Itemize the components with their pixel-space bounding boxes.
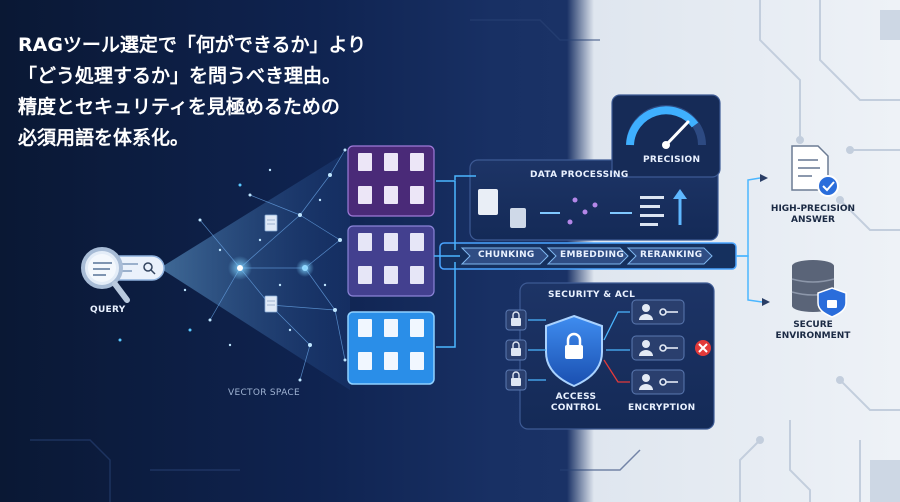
data-processing-label: DATA PROCESSING	[530, 170, 629, 180]
shield-lock-icon	[545, 314, 603, 388]
high-precision-answer-icon	[791, 145, 839, 197]
document-card-purple	[347, 145, 435, 217]
query-label: QUERY	[90, 305, 126, 315]
secure-environment-label: SECURE ENVIRONMENT	[775, 320, 851, 341]
data-processing-panel	[469, 159, 719, 241]
embedding-label: EMBEDDING	[560, 250, 625, 260]
headline-line-3: 精度とセキュリティを見極めるための	[18, 96, 340, 118]
lock-icons	[505, 309, 527, 391]
circuit-background	[739, 0, 900, 502]
headline: RAGツール選定で「何ができるか」より 「どう処理するか」を問うべき理由。 精度…	[18, 30, 438, 154]
access-control-label: ACCESS CONTROL	[550, 392, 602, 413]
document-card-violet	[347, 225, 435, 297]
security-acl-label: SECURITY & ACL	[548, 290, 636, 300]
secure-database-icon	[791, 260, 847, 318]
document-card-blue	[347, 311, 435, 385]
encryption-users	[631, 299, 711, 395]
vector-beam	[160, 150, 350, 390]
query-search	[81, 247, 165, 303]
precision-label: PRECISION	[643, 155, 701, 165]
headline-line-1: RAGツール選定で「何ができるか」より	[18, 34, 367, 56]
headline-line-4: 必須用語を体系化。	[18, 127, 190, 149]
processing-icons	[478, 189, 687, 228]
vector-space-label: VECTOR SPACE	[228, 388, 300, 398]
precision-gauge	[626, 105, 706, 149]
high-precision-answer-label: HIGH-PRECISION ANSWER	[770, 204, 856, 225]
reranking-label: RERANKING	[640, 250, 703, 260]
chunking-label: CHUNKING	[478, 250, 535, 260]
headline-line-2: 「どう処理するか」を問うべき理由。	[18, 65, 342, 87]
encryption-label: ENCRYPTION	[628, 403, 696, 413]
flow-arrows	[434, 175, 763, 348]
vector-space-network	[118, 148, 347, 382]
